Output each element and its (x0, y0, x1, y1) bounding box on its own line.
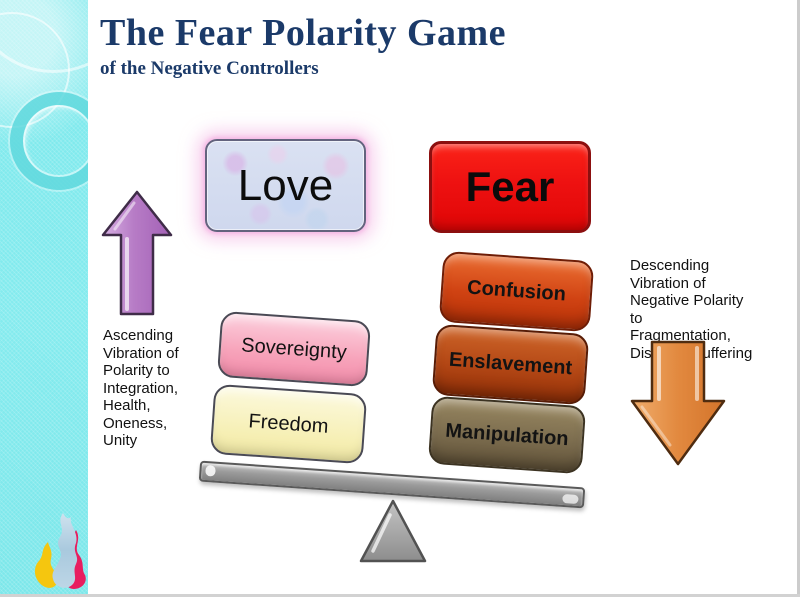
box-label: Confusion (466, 276, 567, 306)
box-manipulation: Manipulation (427, 395, 587, 475)
note-line: Oneness, (103, 414, 168, 432)
sidebar-decoration (0, 0, 88, 594)
box-enslavement: Enslavement (431, 323, 590, 406)
page-subtitle: of the Negative Controllers (100, 58, 319, 79)
fear-label: Fear (465, 163, 555, 210)
note-line: Vibration of (630, 274, 706, 292)
seesaw-fulcrum-icon (357, 497, 429, 570)
slide-bottom-border (0, 594, 800, 597)
note-line: Integration, (103, 379, 179, 397)
ascending-arrow-icon (99, 189, 175, 324)
love-label: Love (237, 160, 334, 210)
box-label: Manipulation (444, 419, 570, 450)
box-confusion: Confusion (438, 250, 595, 333)
box-sovereignty: Sovereignty (216, 310, 372, 388)
note-line: Vibration of (103, 344, 179, 362)
box-label: Enslavement (448, 348, 573, 380)
slide-header: The Fear Polarity Game of the Negative C… (100, 10, 506, 80)
note-line: Health, (103, 397, 151, 414)
page-title: The Fear Polarity Game (100, 12, 507, 54)
fear-box: Fear (429, 141, 591, 233)
flame-logo-icon (30, 510, 88, 594)
note-line: Polarity to (103, 362, 170, 379)
note-line: Ascending (103, 327, 174, 344)
box-label: Freedom (247, 409, 330, 438)
descending-arrow-icon (628, 339, 728, 472)
box-label: Sovereignty (240, 333, 348, 364)
note-line: Unity (103, 432, 138, 449)
note-line: Fragmentation, (630, 327, 731, 344)
note-line: Negative Polarity to (630, 292, 744, 327)
box-freedom: Freedom (209, 383, 368, 465)
love-box: Love (205, 139, 366, 232)
sidebar-divider (88, 0, 92, 594)
note-line: Descending (630, 257, 710, 274)
slide-right-border (797, 0, 800, 597)
ascending-note: Ascending Vibration of Polarity to Integ… (103, 327, 203, 450)
